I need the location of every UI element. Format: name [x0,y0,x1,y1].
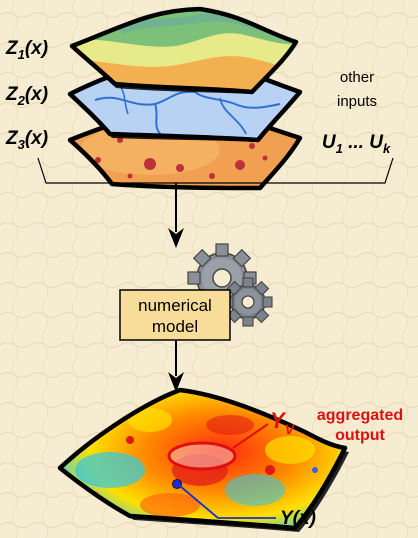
label-z3-sub: 3 [18,137,26,152]
label-z3-main: Z [5,128,19,149]
uk-main: U [369,132,384,153]
u1-sub: 1 [336,141,343,156]
model-label-line2: model [152,317,198,336]
arrow-to-model-head [168,228,184,248]
u-dots: ... [343,132,369,153]
aggregation-region [167,441,237,471]
label-z1-sub: 1 [18,47,25,62]
u-inputs-label: U1 ... Uk [322,132,391,156]
arrow-to-output-head [168,372,184,392]
yv-pointer-line [232,423,269,449]
point-location [172,479,182,489]
label-z1-main: Z [5,38,19,59]
yv-main: Y [270,408,287,433]
model-box [119,289,231,341]
uk-sub: k [383,141,391,156]
label-z2-rest: (x) [25,84,48,105]
model-label-line1: numerical [138,296,212,315]
other-inputs-line1: other [340,69,374,86]
yx-pointer-line [179,485,219,519]
u1-main: U [322,132,337,153]
label-z2-main: Z [5,84,19,105]
other-inputs-line2: inputs [337,93,377,110]
label-z2: Z2(x) [5,84,48,108]
label-z3: Z3(x) [5,128,48,152]
label-z3-rest: (x) [25,128,48,149]
label-z1: Z1(x) [5,38,48,62]
aggregated-output-line1: aggregated [317,407,403,424]
input-bracket [37,157,394,184]
aggregated-output-line2: output [335,427,385,444]
yv-label: YV [270,408,296,437]
yx-label: Y(x) [280,508,316,529]
yv-sub: V [285,421,296,437]
label-z1-rest: (x) [25,38,48,59]
label-z2-sub: 2 [17,93,26,108]
